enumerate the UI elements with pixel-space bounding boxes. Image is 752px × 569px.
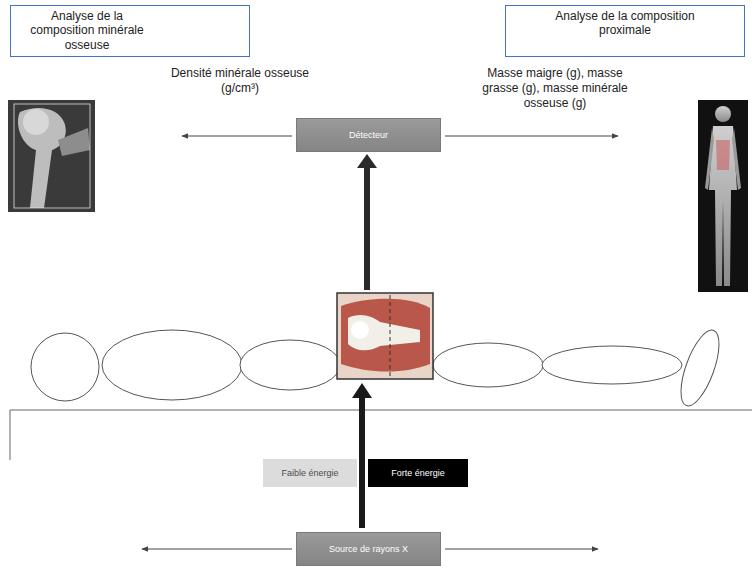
output-arrow — [182, 136, 292, 137]
patient-torso — [102, 330, 242, 400]
trochanter — [58, 128, 90, 156]
measure-label: Densité minérale osseuse (g/cm³) — [152, 66, 328, 96]
thigh-bone — [348, 315, 420, 350]
scan-arrow — [445, 549, 598, 550]
box-text: Détecteur — [349, 130, 388, 140]
patient-knee — [433, 343, 543, 387]
thigh-frame — [337, 293, 433, 379]
box-text: Analyse de la composition minérale osseu… — [25, 9, 149, 52]
thigh-muscle — [341, 299, 430, 372]
energy-box: Forte énergie — [368, 459, 468, 487]
box-text: Forte énergie — [391, 468, 445, 478]
thigh-joint — [351, 321, 369, 339]
header-box: Analyse de la composition minérale osseu… — [10, 5, 250, 57]
patient-leg — [542, 346, 682, 384]
box-text: Source de rayons X — [329, 544, 408, 554]
beam-arrow — [357, 154, 377, 290]
femur-shape — [18, 108, 66, 208]
box-text: Faible énergie — [281, 468, 338, 478]
thigh-image — [337, 293, 433, 379]
table-outline — [10, 410, 752, 460]
patient-foot — [673, 326, 727, 411]
scan-trunk — [716, 140, 730, 170]
scan-roi — [14, 104, 90, 208]
measure-label: Masse maigre (g), masse grasse (g), mass… — [470, 66, 640, 111]
body-scan-image — [698, 100, 748, 292]
scan-head — [715, 106, 731, 122]
scan-background — [698, 100, 748, 292]
scan-arrow — [142, 549, 292, 550]
header-box: Analyse de la composition proximale — [505, 5, 745, 57]
energy-box: Faible énergie — [263, 459, 357, 487]
patient-hips — [240, 340, 340, 390]
patient-head — [31, 333, 99, 401]
scan-background — [8, 100, 95, 212]
scan-arms — [705, 128, 741, 190]
output-arrow — [445, 136, 618, 137]
source-box: Source de rayons X — [296, 532, 441, 566]
scan-body — [709, 126, 737, 286]
detector-box: Détecteur — [296, 118, 441, 152]
beam-arrow — [352, 383, 372, 528]
box-text: Analyse de la composition proximale — [534, 9, 716, 38]
hip-scan-image — [8, 100, 95, 212]
cut-line — [390, 295, 391, 377]
femoral-head — [23, 109, 49, 135]
